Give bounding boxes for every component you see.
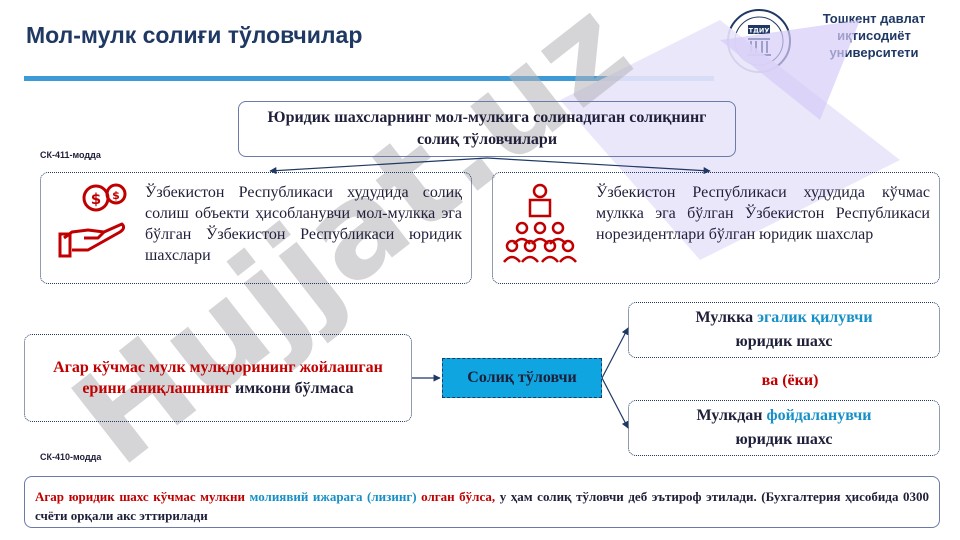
owner-box: Мулкка эгалик қилувчи юридик шахс [628,302,940,358]
main-topic-box: Юридик шахсларнинг мол-мулкига солинадиг… [238,101,736,157]
university-name: Тошкент давлат иқтисодиёт университети [822,11,926,60]
card-nonresidents-text: Ўзбекистон Республикаси худудида кўчмас … [596,184,930,243]
user-highlight: фойдаланувчи [766,407,872,424]
condition-part1: Агар кўчмас мулк мулкдорининг жойлашган … [53,359,383,397]
note-part1: Агар юридик шахс кўчмас мулкни [35,489,250,504]
svg-text:$: $ [91,190,101,208]
taxpayer-box: Солиқ тўловчи [442,358,602,398]
user-box: Мулкдан фойдаланувчи юридик шахс [628,400,940,456]
title-divider [24,76,714,81]
leasing-note-box: Агар юридик шахс кўчмас мулкни молиявий … [24,476,940,528]
owner-highlight: эгалик қилувчи [757,309,873,326]
note-part2: молиявий ижарага (лизинг) [249,489,417,504]
condition-text: Агар кўчмас мулк мулкдорининг жойлашган … [33,357,403,399]
user-pre: Мулкдан [696,407,767,424]
or-connector-text: ва (ёки) [761,372,819,389]
note-part3: олган бўлса, [416,489,500,504]
note-part4: у ҳам солиқ тўловчи деб эътироф этилади.… [35,489,930,523]
main-topic-text: Юридик шахсларнинг мол-мулкига солинадиг… [267,109,707,148]
owner-post: юридик шахс [735,333,833,350]
owner-pre: Мулкка [695,309,758,326]
article-410-label: СК-410-модда [40,452,102,462]
logo-text: ТДИУ [749,27,770,35]
university-logo: ТДИУ [720,8,798,74]
card-nonresidents [492,172,940,284]
user-post: юридик шахс [735,431,833,448]
card-residents [40,172,472,284]
condition-part2: имкони бўлмаса [231,380,354,397]
card-residents-text: Ўзбекистон Республикаси худудида солиқ с… [145,184,462,264]
condition-box: Агар кўчмас мулк мулкдорининг жойлашган … [24,334,412,422]
audience-icon [503,183,577,263]
article-411-label: СК-411-модда [40,150,101,160]
page-title: Мол-мулк солиғи тўловчилар [26,22,363,48]
taxpayer-label: Солиқ тўловчи [467,369,577,386]
svg-text:$: $ [112,189,120,202]
money-hand-icon: $ $ [58,183,127,258]
